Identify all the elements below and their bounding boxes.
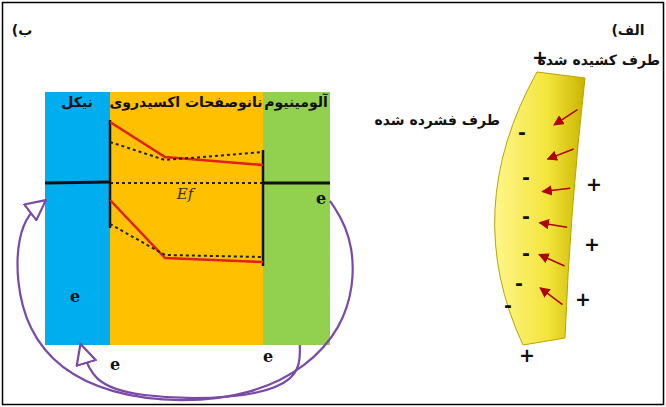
- positive-charge: +: [586, 174, 602, 196]
- negative-charge: -: [504, 295, 512, 317]
- strain-arrow: [540, 223, 568, 227]
- strain-arrows: [539, 110, 577, 305]
- band-fill: [45, 92, 110, 345]
- valence-band: [110, 200, 263, 262]
- electron-label: e: [70, 288, 80, 306]
- material-layer: نیکل e: [45, 92, 110, 345]
- negative-charge: -: [518, 122, 526, 144]
- positive-charge: +: [519, 345, 535, 367]
- strain-arrow: [542, 188, 570, 191]
- strain-arrow: [548, 149, 574, 159]
- negative-charge: -: [522, 206, 530, 228]
- valence-band-dotted: [110, 224, 263, 257]
- bent-film: [495, 72, 585, 345]
- figure-frame: [3, 3, 664, 405]
- panel-label: ب): [12, 22, 32, 38]
- interface-line: [109, 120, 112, 228]
- energy-band-lines: [45, 120, 330, 266]
- electron-label: e: [263, 348, 273, 366]
- fermi-level: [45, 182, 110, 183]
- conduction-band: [110, 122, 263, 165]
- band-fill: [110, 92, 263, 345]
- strain-arrow: [554, 110, 578, 125]
- negative-charge: -: [515, 273, 523, 295]
- electrode-label: نیکل: [61, 94, 93, 110]
- fermi-level: [110, 182, 263, 184]
- electron-label: e: [316, 190, 326, 208]
- side-label: طرف فشرده شده: [374, 112, 500, 128]
- material-layer: نانوصفحات اکسیدروی Ef: [110, 92, 263, 345]
- electron-flow-arrow: [81, 345, 300, 398]
- layer-label: نانوصفحات اکسیدروی: [109, 94, 262, 110]
- side-label: طرف کشیده شده: [538, 52, 660, 68]
- panel-label: الف): [611, 22, 644, 38]
- negative-charge: -: [522, 167, 530, 189]
- interface-line: [262, 150, 265, 266]
- strain-arrow: [540, 288, 562, 305]
- conduction-band-dotted: [110, 142, 263, 160]
- electron-flow-arrow: [18, 201, 353, 400]
- band-fill: [263, 92, 330, 345]
- negative-charge: -: [522, 243, 530, 265]
- positive-charge: +: [584, 234, 600, 256]
- positive-charge: +: [575, 289, 591, 311]
- strain-arrow: [539, 254, 565, 266]
- band-fills: [45, 92, 330, 345]
- electrode-label: آلومینیوم: [264, 94, 328, 110]
- fermi-level: [263, 182, 330, 185]
- positive-charge: +: [532, 47, 548, 69]
- electron-label: e: [110, 356, 120, 374]
- material-layer: آلومینیوم e: [263, 92, 330, 345]
- fermi-level-label: Ef: [177, 186, 194, 203]
